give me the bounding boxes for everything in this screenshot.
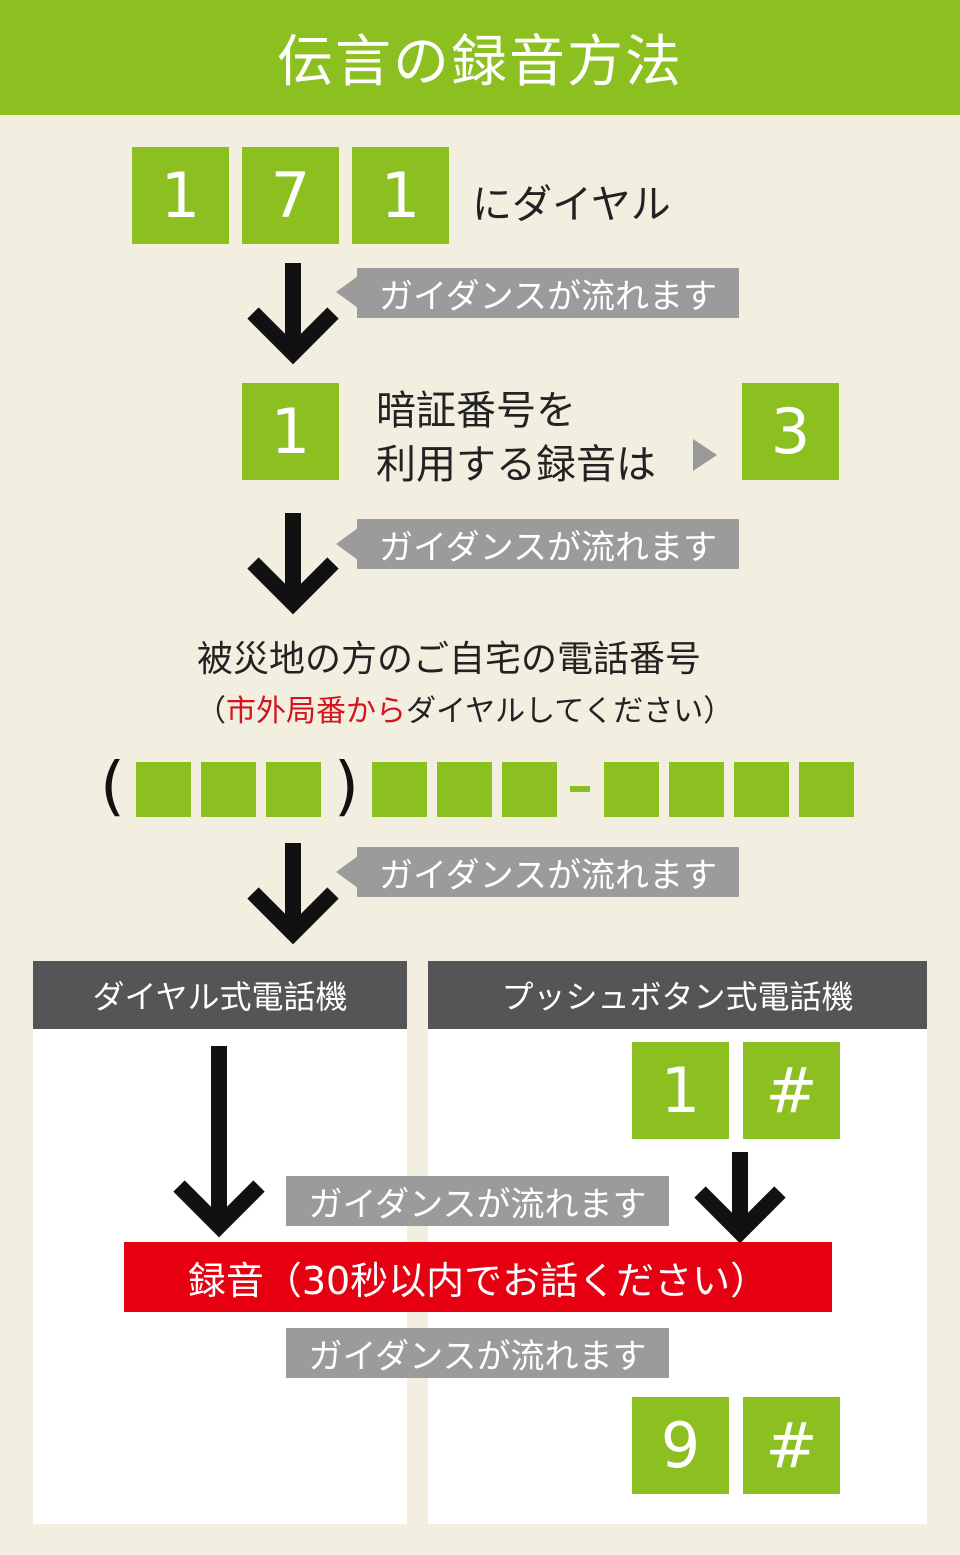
- record-bar: 録音（30秒以内でお話ください）: [124, 1242, 832, 1312]
- push-key-1: 1: [632, 1042, 729, 1139]
- guidance-pointer-icon: [336, 276, 358, 308]
- digit-box: [604, 762, 659, 817]
- arrow-down-icon: [247, 263, 339, 365]
- guidance-label-2: ガイダンスが流れます: [357, 519, 739, 569]
- digit-box: [734, 762, 789, 817]
- paren-left: (: [100, 750, 125, 824]
- arrow-down-long-icon: [173, 1046, 265, 1238]
- guidance-label-3: ガイダンスが流れます: [357, 847, 739, 897]
- key-3: 3: [742, 383, 839, 480]
- key-1-pin: 1: [242, 383, 339, 480]
- key-7: 7: [242, 147, 339, 244]
- guidance-label-5: ガイダンスが流れます: [286, 1328, 669, 1378]
- guidance-label-4: ガイダンスが流れます: [286, 1176, 669, 1226]
- push-key-hash-end: #: [743, 1397, 840, 1494]
- push-key-9: 9: [632, 1397, 729, 1494]
- column-dial-header: ダイヤル式電話機: [33, 961, 407, 1029]
- step2-line1: 暗証番号を: [376, 388, 576, 434]
- phone-instruction-sub: （市外局番からダイヤルしてください）: [196, 686, 733, 730]
- digit-box: [372, 762, 427, 817]
- paren-right: ): [334, 750, 359, 824]
- page-title: 伝言の録音方法: [0, 0, 960, 115]
- guidance-label-1: ガイダンスが流れます: [357, 268, 739, 318]
- digit-box: [799, 762, 854, 817]
- dial-note: ダイヤルしてください）: [406, 694, 734, 729]
- play-arrow-icon: [693, 439, 717, 471]
- phone-instruction: 被災地の方のご自宅の電話番号: [197, 639, 702, 680]
- key-1: 1: [132, 147, 229, 244]
- arrow-down-icon: [247, 513, 339, 615]
- step2-line2: 利用する録音は: [376, 442, 656, 488]
- paren-open: （: [196, 694, 226, 729]
- digit-box: [266, 762, 321, 817]
- digit-box: [437, 762, 492, 817]
- digit-box: [136, 762, 191, 817]
- arrow-down-icon: [247, 843, 339, 945]
- digit-box: [201, 762, 256, 817]
- guidance-pointer-icon: [336, 856, 358, 888]
- dash-separator: [570, 786, 590, 792]
- push-key-hash: #: [743, 1042, 840, 1139]
- guidance-pointer-icon: [336, 528, 358, 560]
- digit-box: [502, 762, 557, 817]
- dial-label: にダイヤル: [472, 182, 671, 228]
- column-push-header: プッシュボタン式電話機: [428, 961, 927, 1029]
- key-1b: 1: [352, 147, 449, 244]
- arrow-down-icon: [694, 1152, 786, 1244]
- area-code-note: 市外局番から: [226, 694, 406, 729]
- digit-box: [669, 762, 724, 817]
